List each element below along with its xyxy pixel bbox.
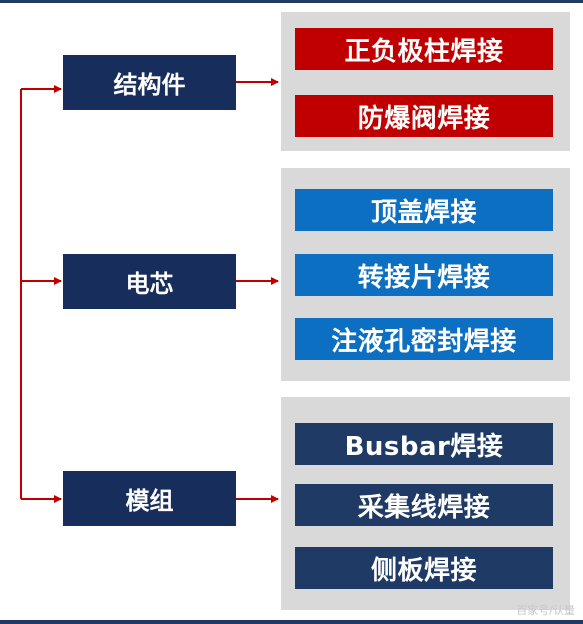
- watermark-text: 百家号/认量: [516, 604, 575, 617]
- item-box-3-3: 侧板焊接: [295, 547, 553, 589]
- bottom-border: [0, 620, 583, 624]
- item-box-2-3: 注液孔密封焊接: [295, 318, 553, 360]
- item-box-3-2: 采集线焊接: [295, 484, 553, 526]
- item-box-3-1: Busbar焊接: [295, 423, 553, 465]
- item-box-1-2: 防爆阀焊接: [295, 95, 553, 137]
- item-box-1-1: 正负极柱焊接: [295, 28, 553, 70]
- category-box-3: 模组: [63, 471, 236, 526]
- category-box-2: 电芯: [63, 254, 236, 309]
- category-box-1: 结构件: [63, 55, 236, 110]
- item-box-2-2: 转接片焊接: [295, 254, 553, 296]
- top-border: [0, 0, 583, 3]
- item-box-2-1: 顶盖焊接: [295, 189, 553, 231]
